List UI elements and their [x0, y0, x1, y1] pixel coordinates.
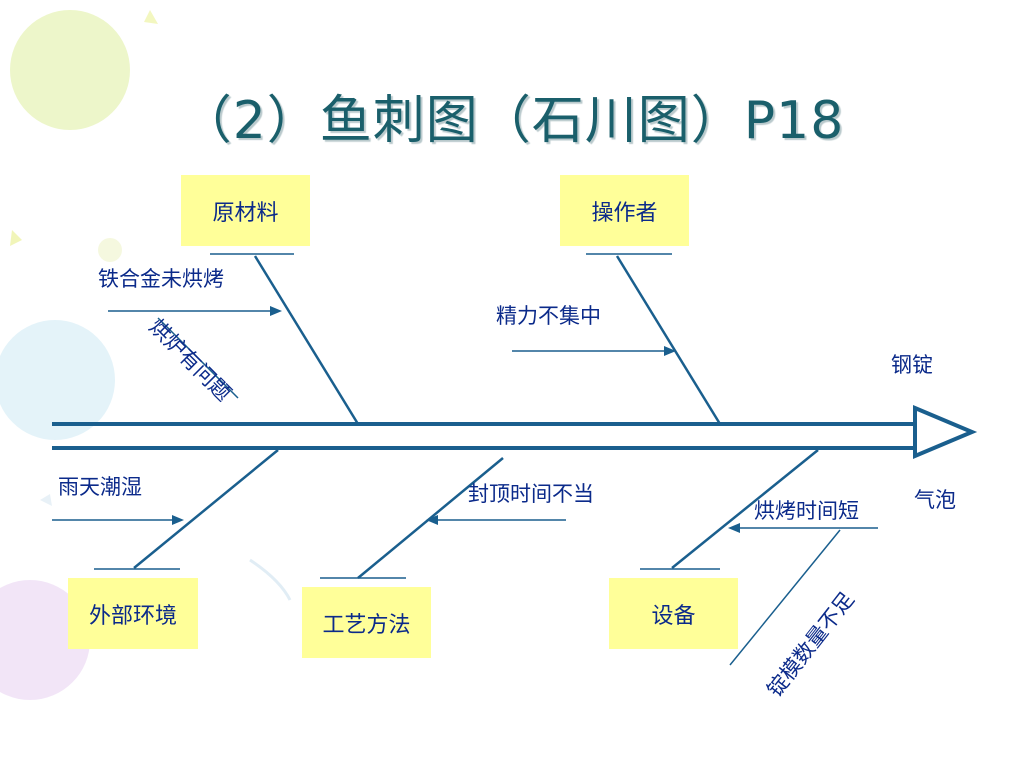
arrowhead-baking-icon [728, 523, 740, 533]
category-materials: 原材料 [181, 175, 310, 246]
bone-environment [133, 449, 279, 569]
cause-alloy-not-baked: 铁合金未烘烤 [98, 267, 224, 291]
arrow-head-icon [913, 404, 978, 460]
bone-process [357, 457, 504, 579]
cause-improper-capping: 封顶时间不当 [468, 482, 594, 506]
cause-lack-focus: 精力不集中 [496, 304, 601, 328]
arrowhead-alloy-icon [270, 306, 282, 316]
bone-materials [253, 255, 360, 425]
category-equipment: 设备 [609, 578, 738, 649]
bone-equipment [671, 449, 819, 569]
line-furnace [157, 317, 239, 399]
effect-label-bubble: 气泡 [914, 488, 956, 512]
bone-operator [615, 255, 722, 425]
slide-title: （2）鱼刺图（石川图）P18 [179, 91, 845, 151]
cause-short-baking: 烘烤时间短 [754, 499, 859, 523]
arrowhead-capping-icon [426, 515, 438, 525]
line-molds [729, 529, 841, 666]
category-process: 工艺方法 [302, 587, 431, 658]
category-operator: 操作者 [560, 175, 689, 246]
category-environment: 外部环境 [68, 578, 198, 649]
effect-label-ingot: 钢锭 [891, 353, 933, 377]
arrowhead-focus-icon [664, 346, 676, 356]
cause-rainy-humid: 雨天潮湿 [58, 475, 142, 499]
arrowhead-humid-icon [172, 515, 184, 525]
